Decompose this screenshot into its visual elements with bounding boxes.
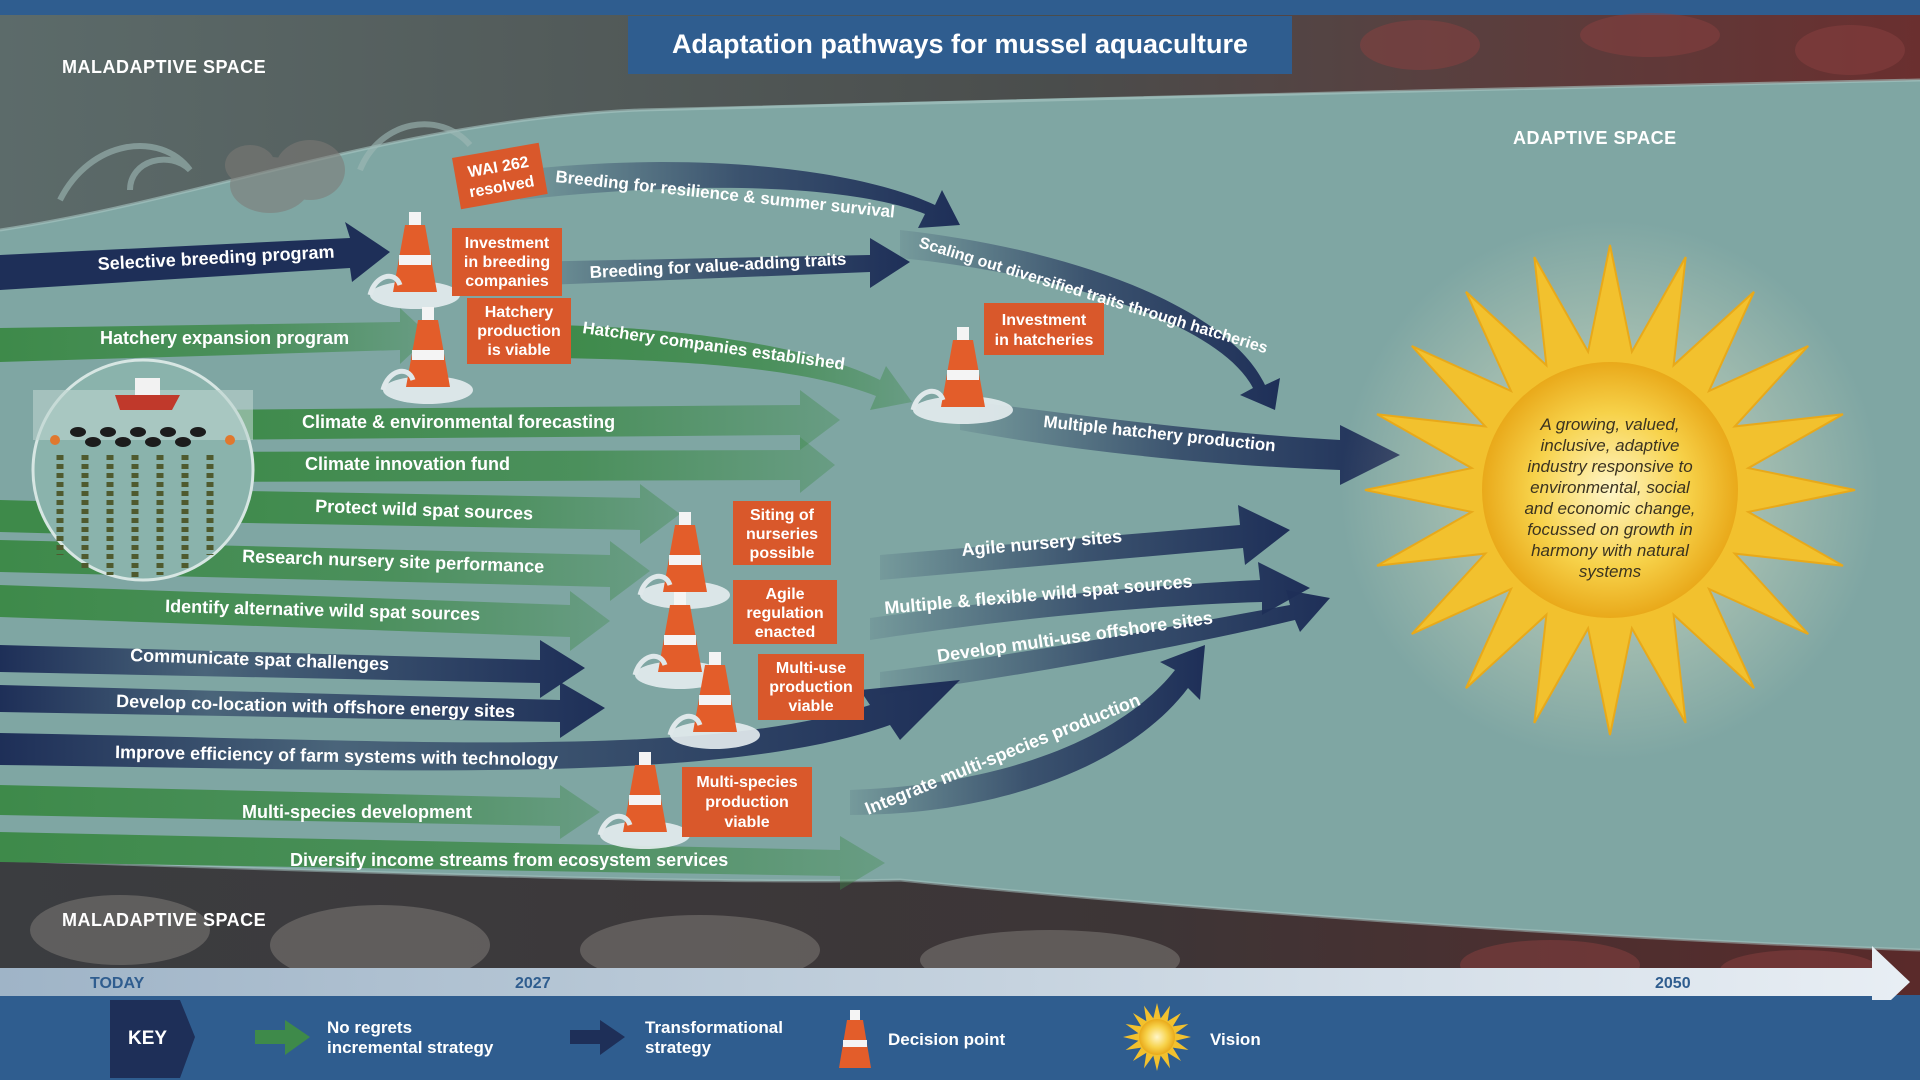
svg-text:Investment: Investment xyxy=(1002,312,1087,329)
timeline-arrow xyxy=(0,946,1910,1018)
arrow-protect-spat xyxy=(190,484,680,544)
maladaptive-top-label: MALADAPTIVE SPACE xyxy=(62,57,266,77)
svg-text:Agile: Agile xyxy=(765,586,804,603)
decision-wai262: WAI 262 resolved xyxy=(452,142,548,210)
arrow-multiple-flexible xyxy=(870,562,1310,640)
arrow-multiple-hatchery xyxy=(960,400,1400,485)
transformational-arrows xyxy=(0,162,1400,815)
decision-investment-hatcheries: Investment in hatcheries xyxy=(984,303,1104,355)
svg-text:in breeding: in breeding xyxy=(464,254,550,271)
label-climate-fund: Climate innovation fund xyxy=(305,454,510,474)
arrow-breeding-resilience xyxy=(520,162,960,228)
key-vision-label: Vision xyxy=(1210,1030,1261,1049)
timeline-end: 2050 xyxy=(1655,975,1691,992)
label-climate-forecasting: Climate & environmental forecasting xyxy=(302,412,615,432)
decision-multi-species-viable: Multi-species production viable xyxy=(682,767,812,837)
decision-multi-use-viable: Multi-use production viable xyxy=(758,654,864,720)
timeline-mid: 2027 xyxy=(515,975,551,992)
maladaptive-bottom-label: MALADAPTIVE SPACE xyxy=(62,910,266,930)
arrow-climate-fund xyxy=(190,437,835,493)
mussel-farm-illustration xyxy=(31,358,255,582)
key-title: KEY xyxy=(128,1028,167,1049)
buoy-icon xyxy=(910,327,1013,424)
buoy-icon xyxy=(632,592,725,689)
arrow-hatchery-companies xyxy=(555,325,912,410)
svg-text:inclusive, adaptive: inclusive, adaptive xyxy=(1541,436,1680,455)
svg-text:production: production xyxy=(477,323,561,340)
adaptive-space-label: ADAPTIVE SPACE xyxy=(1513,128,1677,148)
key-decision-label: Decision point xyxy=(888,1030,1005,1049)
svg-text:production: production xyxy=(705,794,789,811)
label-diversify-income: Diversify income streams from ecosystem … xyxy=(290,850,728,870)
timeline: TODAY 2027 2050 xyxy=(0,946,1910,1018)
arrow-communicate-spat xyxy=(0,640,585,698)
incremental-strategy-icon xyxy=(255,1020,310,1055)
svg-text:production: production xyxy=(769,679,853,696)
decision-point-icon xyxy=(839,1010,871,1068)
vision-statement: A growing, valued, inclusive, adaptive i… xyxy=(1524,415,1695,581)
svg-text:enacted: enacted xyxy=(755,624,815,641)
svg-text:possible: possible xyxy=(750,545,815,562)
svg-text:viable: viable xyxy=(724,814,769,831)
arrow-develop-colocation xyxy=(0,682,605,738)
decision-investment-breeding: Investment in breeding companies xyxy=(452,228,562,296)
buoy-icon xyxy=(367,212,460,309)
timeline-start: TODAY xyxy=(90,975,145,992)
label-multi-species-dev: Multi-species development xyxy=(242,802,472,822)
diagram-title: Adaptation pathways for mussel aquacultu… xyxy=(672,29,1248,59)
svg-text:A growing, valued,: A growing, valued, xyxy=(1539,415,1679,434)
svg-text:Hatchery: Hatchery xyxy=(485,304,554,321)
buoys xyxy=(367,212,1013,849)
arrow-selective-breeding xyxy=(0,222,390,290)
svg-text:harmony with natural: harmony with natural xyxy=(1531,541,1690,560)
arrow-integrate-multi xyxy=(850,645,1205,815)
svg-text:and economic change,: and economic change, xyxy=(1524,499,1695,518)
svg-text:systems: systems xyxy=(1579,562,1642,581)
svg-text:is viable: is viable xyxy=(487,342,550,359)
svg-text:nurseries: nurseries xyxy=(746,526,818,543)
svg-text:companies: companies xyxy=(465,273,549,290)
svg-text:in hatcheries: in hatcheries xyxy=(995,332,1094,349)
maladaptive-top-region xyxy=(0,15,1920,230)
arrow-scaling-out xyxy=(900,230,1280,410)
svg-text:focussed on growth in: focussed on growth in xyxy=(1527,520,1692,539)
svg-text:environmental, social: environmental, social xyxy=(1530,478,1691,497)
svg-text:strategy: strategy xyxy=(645,1038,712,1057)
wave-decoration xyxy=(57,121,473,202)
svg-text:incremental strategy: incremental strategy xyxy=(327,1038,494,1057)
decision-hatchery-viable: Hatchery production is viable xyxy=(467,298,571,364)
legend-key: KEY No regrets incremental strategy Tran… xyxy=(0,1000,1920,1080)
decision-points: WAI 262 resolved Investment in breeding … xyxy=(452,142,1104,837)
buoy-icon xyxy=(597,752,690,849)
label-hatchery-expansion: Hatchery expansion program xyxy=(100,328,349,348)
arrow-multi-species-dev xyxy=(0,785,600,839)
svg-text:viable: viable xyxy=(788,698,833,715)
key-title-tab xyxy=(110,1000,195,1078)
svg-text:Siting of: Siting of xyxy=(750,507,815,524)
title-banner xyxy=(628,16,1292,74)
buoy-icon xyxy=(380,307,473,404)
svg-text:No regrets: No regrets xyxy=(327,1018,412,1037)
decision-siting-nurseries: Siting of nurseries possible xyxy=(733,501,831,565)
arrow-climate-forecasting xyxy=(190,390,840,450)
arrow-agile-nursery xyxy=(880,505,1290,580)
arrow-breeding-value xyxy=(520,238,910,288)
svg-text:regulation: regulation xyxy=(746,605,823,622)
vision-sun: A growing, valued, inclusive, adaptive i… xyxy=(1340,220,1880,760)
arrow-develop-offshore xyxy=(880,590,1330,695)
svg-text:Multi-species: Multi-species xyxy=(696,774,797,791)
svg-text:industry responsive to: industry responsive to xyxy=(1527,457,1692,476)
svg-text:Transformational: Transformational xyxy=(645,1018,783,1037)
arrow-hatchery-expansion xyxy=(0,308,430,364)
rocks-decoration xyxy=(30,140,1180,990)
transformational-strategy-icon xyxy=(570,1020,625,1055)
buoy-icon xyxy=(667,652,760,749)
svg-text:Investment: Investment xyxy=(465,235,550,252)
decision-agile-regulation: Agile regulation enacted xyxy=(733,580,837,644)
arrow-identify-spat xyxy=(0,585,610,651)
svg-text:Multi-use: Multi-use xyxy=(776,660,846,677)
